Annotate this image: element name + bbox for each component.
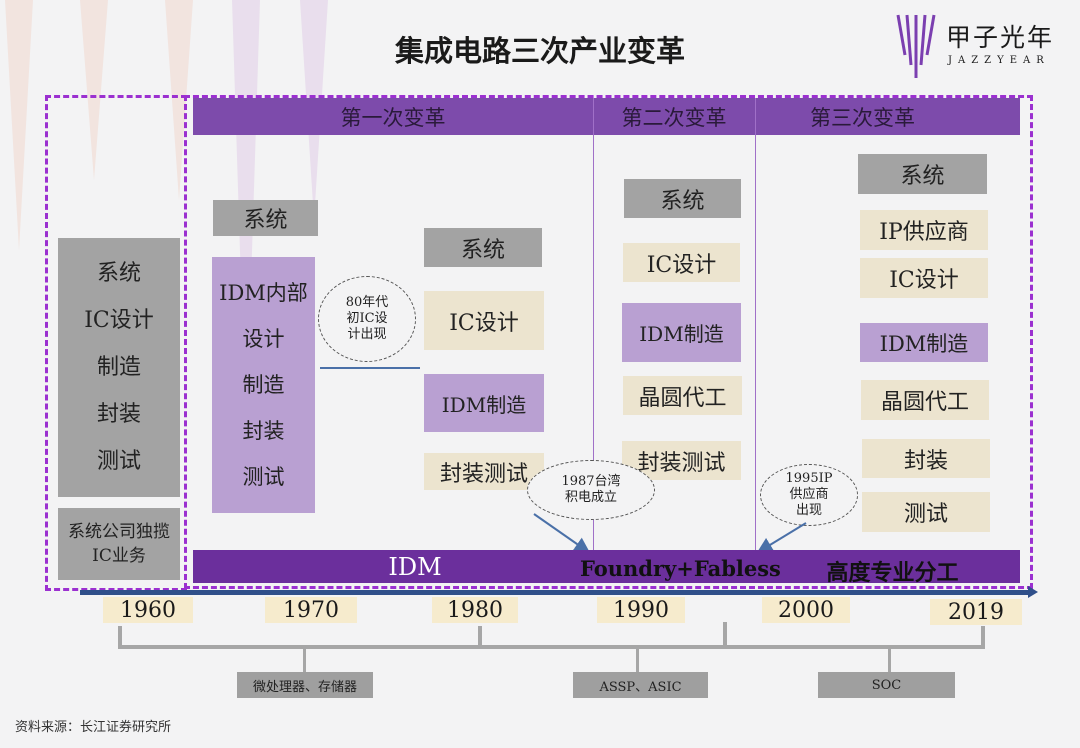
- stage4-item: IP供应商: [860, 210, 988, 250]
- stack-item: 制造: [242, 373, 285, 397]
- era-label-2: 第二次变革: [621, 105, 727, 130]
- background-decoration: [165, 0, 193, 200]
- stage1-system: 系统: [213, 200, 318, 236]
- bracket-line: [478, 626, 482, 648]
- stack-item: 封装: [96, 402, 141, 427]
- era-header-bar: [193, 98, 1020, 135]
- stage4-item: IDM制造: [860, 323, 988, 362]
- stage4-item: 系统: [858, 154, 987, 194]
- event-text: 80年代: [345, 295, 389, 310]
- stage4-item: IC设计: [860, 258, 988, 298]
- logo-icon: [893, 10, 938, 80]
- era-divider: [593, 98, 594, 583]
- stack-item: IDM内部: [219, 281, 308, 305]
- model-foundry-fabless: Foundry+Fabless: [580, 556, 781, 581]
- revolution-frame: [184, 95, 1033, 589]
- year-label: 2000: [762, 597, 850, 623]
- stack-item: 制造: [96, 355, 141, 380]
- era-label-1: 第一次变革: [340, 105, 446, 130]
- stage1-idm-stack: IDM内部 设计 制造 封装 测试: [212, 257, 315, 513]
- stack-item: 封装: [242, 419, 285, 443]
- era-divider: [755, 98, 756, 583]
- year-label: 1970: [265, 597, 357, 623]
- stage3-item: IDM制造: [622, 303, 741, 362]
- stage0-note: 系统公司独揽IC业务: [58, 508, 180, 580]
- event-text: 积电成立: [564, 490, 617, 505]
- event-text: 1995IP: [785, 471, 833, 486]
- stage2-item: IC设计: [424, 291, 544, 350]
- year-label: 2019: [930, 599, 1022, 625]
- timeline-axis: [80, 590, 1030, 595]
- connector-line: [320, 367, 420, 369]
- bracket-line: [888, 648, 891, 672]
- source-note: 资料来源：长江证券研究所: [15, 720, 172, 735]
- stack-item: 设计: [242, 327, 285, 351]
- stage2-item: IDM制造: [424, 374, 544, 432]
- background-decoration: [80, 0, 108, 180]
- bracket-line: [303, 648, 306, 672]
- event-text: 供应商: [789, 487, 829, 502]
- timeline-arrow-icon: [1028, 586, 1038, 598]
- bracket-line: [636, 648, 639, 672]
- stack-item: 系统: [96, 261, 141, 286]
- model-specialization: 高度专业分工: [826, 560, 959, 586]
- bracket-line: [118, 645, 985, 649]
- arrow-icon: [533, 513, 591, 554]
- year-label: 1990: [597, 597, 685, 623]
- arrow-icon: [756, 522, 807, 554]
- event-text: 出现: [795, 503, 822, 518]
- event-text: 计出现: [347, 327, 387, 342]
- stage4-item: 晶圆代工: [861, 380, 989, 420]
- event-ic-design: 80年代 初IC设 计出现: [318, 276, 416, 362]
- bracket-line: [723, 622, 727, 648]
- stage2-item: 系统: [424, 228, 542, 267]
- stack-item: IC设计: [84, 308, 154, 333]
- event-text: 初IC设: [346, 311, 388, 326]
- stage0-stack: 系统 IC设计 制造 封装 测试: [58, 238, 180, 497]
- stage2-item: 封装测试: [424, 453, 544, 490]
- year-label: 1960: [103, 597, 193, 623]
- year-label: 1980: [432, 597, 518, 623]
- product-tag: SOC: [818, 672, 955, 698]
- stack-item: 测试: [96, 449, 141, 474]
- product-tag: ASSP、ASIC: [573, 672, 708, 698]
- event-ip-vendor: 1995IP 供应商 出现: [760, 464, 858, 526]
- bracket-line: [981, 626, 985, 648]
- event-text: 1987台湾: [561, 474, 621, 489]
- bracket-line: [118, 626, 122, 648]
- background-decoration: [5, 0, 33, 250]
- product-tag: 微处理器、存储器: [237, 672, 373, 698]
- stage0-frame: [45, 95, 187, 591]
- model-idm: IDM: [388, 553, 442, 581]
- logo-name: 甲子光年: [946, 23, 1055, 52]
- stage4-item: 测试: [862, 492, 990, 532]
- stage3-item: IC设计: [623, 243, 740, 282]
- stage3-item: 晶圆代工: [623, 376, 742, 415]
- stage3-item: 系统: [624, 179, 741, 218]
- stack-item: 测试: [242, 465, 285, 489]
- model-bar: [193, 550, 1020, 583]
- event-tsmc: 1987台湾 积电成立: [527, 460, 655, 520]
- era-label-3: 第三次变革: [810, 105, 915, 130]
- page-title: 集成电路三次产业变革: [394, 34, 685, 68]
- logo-subtitle: JAZZYEAR: [948, 55, 1050, 66]
- stage4-item: 封装: [862, 439, 990, 478]
